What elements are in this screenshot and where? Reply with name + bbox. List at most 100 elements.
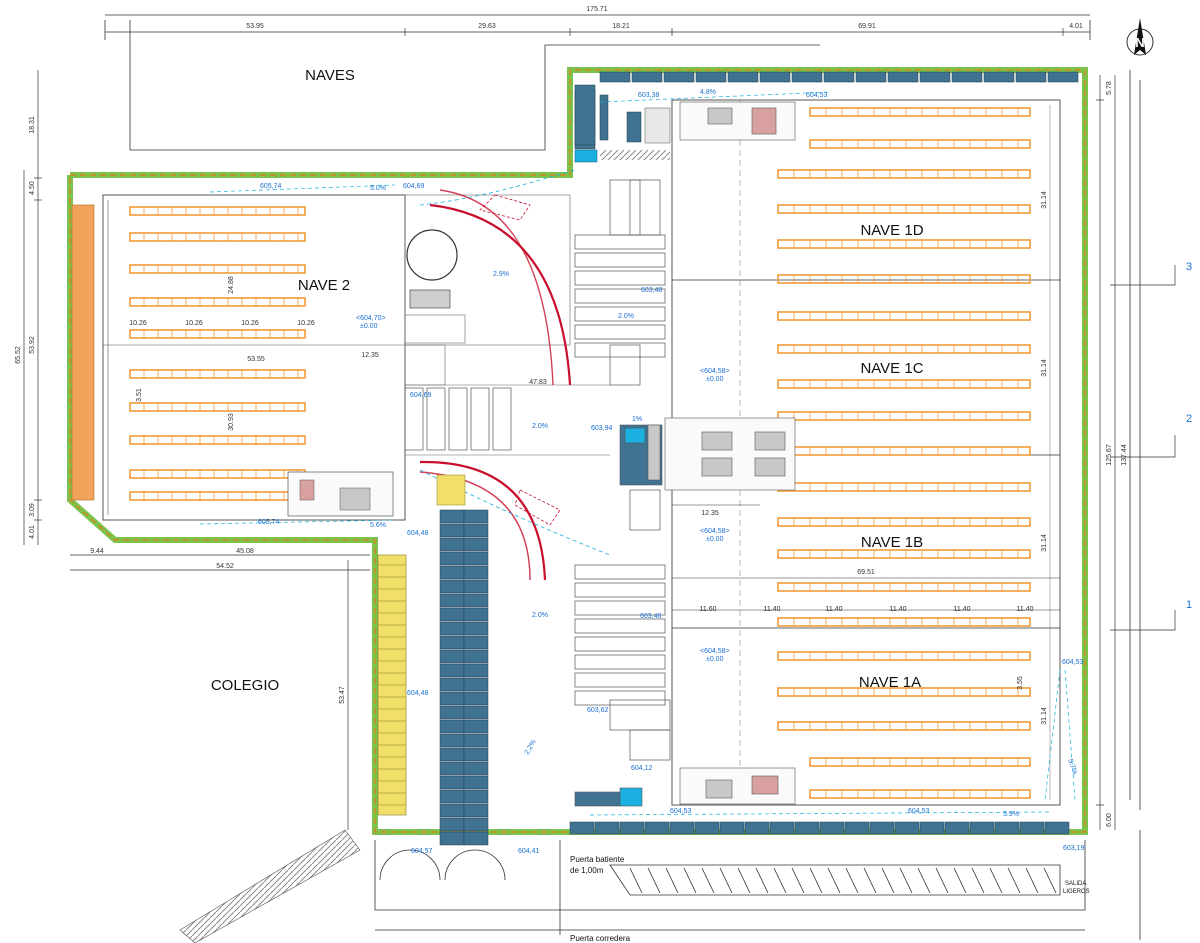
label-nave1a: NAVE 1A [859,674,921,691]
parking-space [439,803,465,818]
parking-space [694,821,720,835]
parking-space [463,593,489,608]
nave2-stairs [339,487,371,511]
level-15: 604,53 [670,808,692,815]
parking-space [769,821,795,835]
rack-row [129,369,306,379]
truck-bay [492,387,512,451]
truck-bay [574,636,666,652]
parking-space [944,821,970,835]
truck-bay [404,387,424,451]
parking-space [439,607,465,622]
slope-5: 2.0% [532,423,548,430]
dim-n2-h2: 30.93 [228,413,235,431]
dim-right-f: 125.67 [1106,444,1113,466]
dim-n2-w4: 10.26 [297,320,315,327]
level-27: ±0.00 [360,323,378,330]
level-22: <604,58> [700,528,730,535]
parking-space [463,817,489,832]
level-9: 605,74 [258,519,280,526]
level-8: 604,48 [407,530,429,537]
parking-space [631,71,663,83]
level-25: ±0.00 [706,656,724,663]
parking-space [439,733,465,748]
parking-space [439,579,465,594]
dim-left-c: 65.52 [15,346,22,364]
truck-bay [574,582,666,598]
north-arrow: N [1126,18,1154,56]
dim-top-5: 4.01 [1069,23,1083,30]
parking-space [439,677,465,692]
rack-row [777,446,1031,456]
rack-row [777,379,1031,389]
parking-space [695,71,727,83]
truck-bay [609,344,641,386]
parking-space [439,537,465,552]
dim-left-d: 53.92 [29,336,36,354]
dim-n5: 11.40 [954,606,971,613]
slope-7: 5.6% [370,522,386,529]
dim-n2-s: 3.51 [136,388,143,402]
level-3: 605,74 [260,183,282,190]
axis-mark-2: 2 [1186,413,1192,425]
rack-row [129,491,306,501]
parking-space [887,71,919,83]
parking-space [439,817,465,832]
nave1-racks [777,107,1031,799]
dim-left-a: 18.31 [29,116,36,134]
rack-row [777,582,1031,592]
level-14: 604,53 [1062,659,1084,666]
level-4: 604,69 [403,183,425,190]
label-puerta-corredera: Puerta corredera [570,934,631,943]
parking-space [439,635,465,650]
truck-bay [574,324,666,340]
parking-space [919,821,945,835]
dim-c1: 12.35 [701,510,719,517]
label-puerta-batiente-2: de 1,00m [570,866,604,875]
truck-bay [574,600,666,616]
rack-row [129,297,306,307]
level-6: 604,69 [410,392,432,399]
label-nave2: NAVE 2 [298,277,350,294]
parking-space [951,71,983,83]
label-colegio: COLEGIO [211,677,279,694]
right-dimensions [1096,75,1176,830]
bottom-parking-row [569,71,1079,835]
dim-top-3: 18.21 [612,23,630,30]
truck-turn-curve-2 [419,460,547,581]
label-puerta-batiente-1: Puerta batiente [570,855,625,864]
dim-right-d: 31.14 [1041,534,1048,552]
rack-row [809,107,1031,117]
parking-space [439,565,465,580]
level-18: 604,41 [518,848,540,855]
parking-space [619,821,645,835]
dim-right-h: 6.00 [1106,813,1113,827]
dim-total: 175.71 [586,6,608,13]
yellow-parking-lines [378,564,406,806]
slope-10: 5.9% [1003,811,1019,818]
dim-top-4: 69.91 [858,23,876,30]
parking-space [719,821,745,835]
rack-row [777,617,1031,627]
top-dimensions [105,14,1090,36]
parking-space [759,71,791,83]
truck-bay [448,387,468,451]
parking-space [994,821,1020,835]
slope-9: 2.2% [524,739,538,756]
dim-left-b: 4.50 [29,181,36,195]
parking-space [463,663,489,678]
parking-space [463,523,489,538]
parking-space [594,821,620,835]
parking-space [869,821,895,835]
label-salida-2: LIGEROS [1063,889,1090,895]
truck-bay [629,179,661,236]
slope-8: 2.0% [532,612,548,619]
dim-n2-total: 53.55 [247,356,265,363]
rack-row [777,721,1031,731]
dim-top-1: 53.95 [246,23,264,30]
dim-right-i: 3.55 [1017,676,1024,690]
dim-nave2-lower2: 45.08 [236,548,254,555]
parking-space [463,635,489,650]
rack-row [129,206,306,216]
